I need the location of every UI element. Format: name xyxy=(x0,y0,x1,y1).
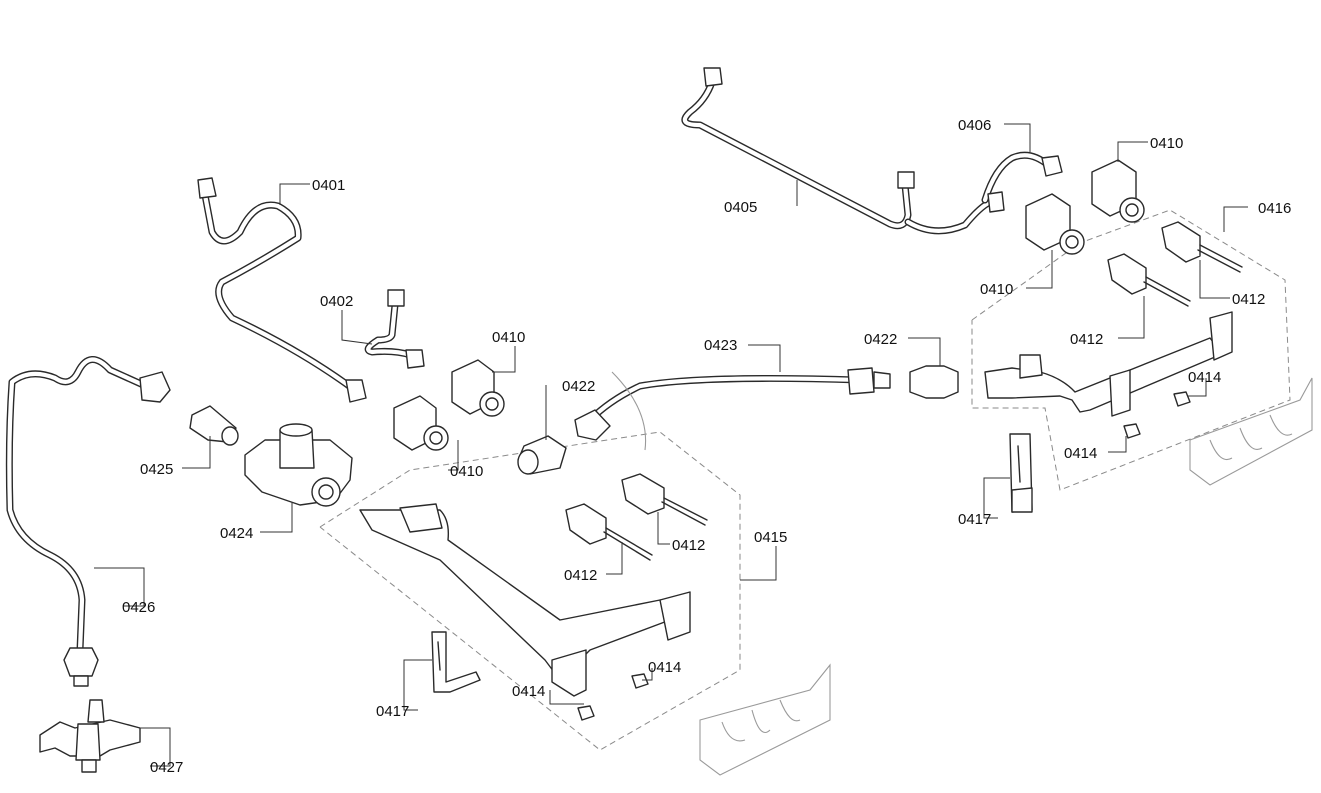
label-0422-a: 0422 xyxy=(562,378,595,395)
label-0414-a: 0414 xyxy=(1188,369,1221,386)
bracket-0417-lower xyxy=(431,631,481,693)
solenoid-valve-0410-b xyxy=(393,395,449,451)
burner-manifold-0416 xyxy=(984,311,1233,417)
label-0414-c: 0414 xyxy=(648,659,681,676)
label-0422-b: 0422 xyxy=(864,331,897,348)
part-labels: 0401 0402 0405 0406 0410 0410 0410 0410 … xyxy=(122,117,1291,776)
nut-0414-b xyxy=(577,705,595,721)
label-0423: 0423 xyxy=(704,337,737,354)
nut-0414-c xyxy=(1173,391,1191,407)
label-0426: 0426 xyxy=(122,599,155,616)
label-0401: 0401 xyxy=(312,177,345,194)
frame-bracket-upper xyxy=(1189,377,1313,486)
nut-0414-d xyxy=(1123,423,1141,439)
label-0410-c: 0410 xyxy=(492,329,525,346)
frame-bracket-lower xyxy=(699,663,831,776)
gas-tube-0401 xyxy=(197,177,367,403)
solenoid-valve-0410-c xyxy=(1091,159,1145,223)
label-0415: 0415 xyxy=(754,529,787,546)
label-0412-b: 0412 xyxy=(1070,331,1103,348)
gas-tube-0423 xyxy=(574,367,891,451)
label-0405: 0405 xyxy=(724,199,757,216)
label-0410-a: 0410 xyxy=(1150,135,1183,152)
fitting-0422-center xyxy=(517,435,567,475)
leader-lines xyxy=(94,123,1248,767)
burner-valve-0412-b xyxy=(565,503,653,561)
label-0410-b: 0410 xyxy=(980,281,1013,298)
label-0417-a: 0417 xyxy=(376,703,409,720)
solenoid-valve-0410-a xyxy=(451,359,505,417)
label-0417-b: 0417 xyxy=(958,511,991,528)
nut-0414-a xyxy=(631,673,649,689)
label-0424: 0424 xyxy=(220,525,253,542)
label-0414-d: 0414 xyxy=(512,683,545,700)
label-0412-c: 0412 xyxy=(672,537,705,554)
label-0402: 0402 xyxy=(320,293,353,310)
label-0427: 0427 xyxy=(150,759,183,776)
fitting-0422-right xyxy=(909,365,959,399)
gas-tube-0402 xyxy=(364,289,425,369)
bracket-0417-upper xyxy=(1009,433,1033,513)
label-0406: 0406 xyxy=(958,117,991,134)
label-0410-d: 0410 xyxy=(450,463,483,480)
burner-valve-0412-a xyxy=(621,473,708,526)
solenoid-valve-0410-d xyxy=(1025,193,1085,255)
assembly-outline-lower xyxy=(319,431,741,751)
gas-tube-0406 xyxy=(981,151,1063,213)
bracket-fitting-0427 xyxy=(39,699,141,773)
label-0425: 0425 xyxy=(140,461,173,478)
burner-manifold-0415 xyxy=(359,503,691,697)
label-0416: 0416 xyxy=(1258,200,1291,217)
burner-valve-0412-c xyxy=(1161,221,1243,273)
gas-supply-tube-0426 xyxy=(5,356,171,687)
burner-valve-0412-d xyxy=(1107,253,1191,307)
gas-regulator-0424 xyxy=(244,423,353,507)
nipple-fitting-0425 xyxy=(189,405,239,446)
label-0414-b: 0414 xyxy=(1064,445,1097,462)
label-0412-d: 0412 xyxy=(564,567,597,584)
label-0412-a: 0412 xyxy=(1232,291,1265,308)
assembly-outline-upper xyxy=(971,209,1291,491)
